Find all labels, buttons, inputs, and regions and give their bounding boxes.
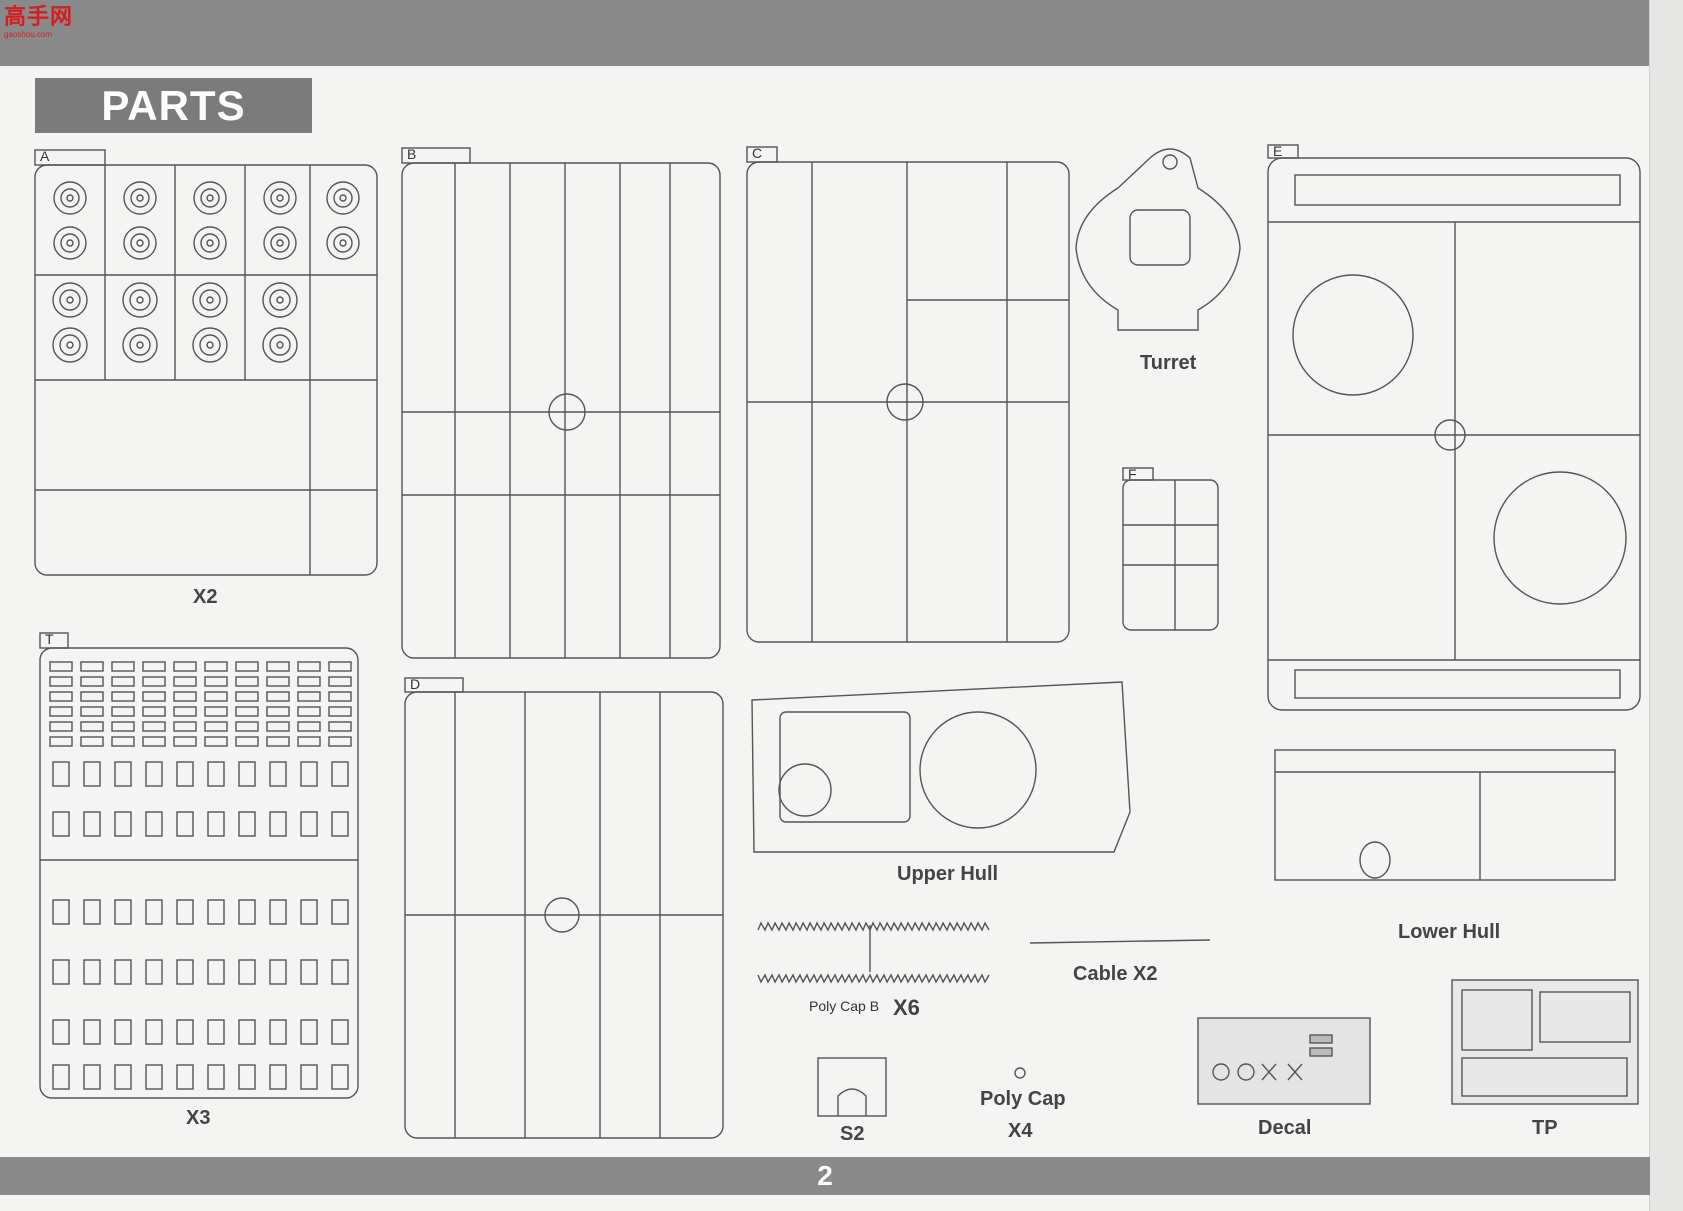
sprue-t-frame — [39, 632, 359, 1099]
page-edge — [1649, 0, 1683, 1211]
upper-hull-outline — [751, 681, 1131, 853]
page-title: PARTS — [35, 78, 312, 133]
poly-cap-label: Poly Cap — [980, 1088, 1066, 1110]
sprue-letter-c: C — [752, 145, 763, 161]
poly-cap-b-runners — [757, 921, 990, 984]
sprue-letter-d: D — [410, 676, 421, 692]
poly-cap-b-quantity: X6 — [893, 995, 920, 1020]
track-links — [49, 661, 352, 1090]
sprue-a-quantity: X2 — [193, 586, 218, 608]
page-number: 2 — [817, 1160, 833, 1191]
sprue-e-frame — [1267, 144, 1641, 711]
poly-cap-quantity: X4 — [1008, 1120, 1033, 1142]
turret-outline — [1075, 148, 1241, 331]
sprue-f-frame — [1122, 467, 1219, 631]
sprue-letter-f: F — [1128, 466, 1137, 482]
decal-label: Decal — [1258, 1117, 1312, 1139]
decal-sheet — [1197, 1017, 1371, 1105]
logo-subtext: gaoshou.com — [4, 30, 53, 39]
s2-label: S2 — [840, 1123, 865, 1145]
tp-label: TP — [1532, 1117, 1558, 1139]
cable-label: Cable X2 — [1073, 963, 1158, 985]
logo-text: 高手网 — [4, 5, 74, 30]
poly-cap-b-label: Poly Cap B — [809, 998, 880, 1014]
sprue-letter-t: T — [45, 631, 54, 647]
s2-part — [817, 1057, 887, 1117]
sprue-t-quantity: X3 — [186, 1107, 211, 1129]
lower-hull-label: Lower Hull — [1398, 921, 1501, 943]
cable-line — [1029, 939, 1211, 944]
top-banner — [0, 0, 1650, 66]
site-logo: 高手网 gaoshou.com — [4, 6, 74, 40]
lower-hull-outline — [1274, 749, 1616, 881]
tp-photoetch-sheet — [1451, 979, 1639, 1105]
sprue-letter-b: B — [407, 146, 417, 162]
poly-cap-part — [1014, 1067, 1026, 1079]
sprue-a-frame — [34, 149, 378, 576]
bottom-banner: 2 — [0, 1157, 1650, 1195]
sprue-d-frame — [404, 677, 724, 1139]
road-wheels — [52, 181, 360, 363]
sprue-letter-a: A — [40, 148, 50, 164]
sprue-b-frame — [401, 147, 721, 659]
upper-hull-label: Upper Hull — [897, 863, 999, 885]
turret-label: Turret — [1140, 352, 1197, 374]
sprue-c-frame — [746, 146, 1070, 643]
sprue-letter-e: E — [1273, 143, 1283, 159]
